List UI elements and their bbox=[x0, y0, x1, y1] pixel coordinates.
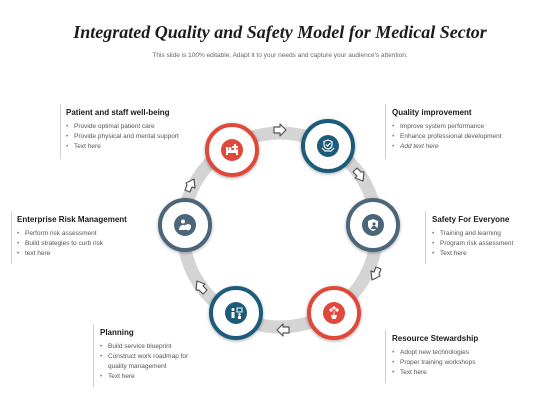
block-heading: Quality improvement bbox=[392, 108, 472, 117]
cycle-arrow-icon bbox=[276, 323, 290, 337]
bullet-item: Provide physical and mental support bbox=[66, 132, 179, 142]
node-planning bbox=[209, 286, 263, 340]
bullet-item: Adopt new technologies bbox=[392, 348, 478, 358]
person-shield-icon bbox=[174, 214, 196, 236]
node-safety-everyone bbox=[346, 198, 400, 252]
block-resource-stewardship: Resource Stewardship Adopt new technolog… bbox=[392, 334, 478, 378]
bullet-item: Enhance professional development bbox=[392, 132, 502, 142]
people-chart-icon bbox=[225, 302, 247, 324]
cycle-arrow-icon bbox=[195, 280, 208, 295]
bullet-item: Text here bbox=[100, 372, 188, 382]
block-heading: Enterprise Risk Management bbox=[17, 215, 127, 224]
bullet-item: Perform risk assessment bbox=[17, 229, 127, 239]
bullet-item: Build strategies to curb risk bbox=[17, 239, 127, 249]
shield-person-icon bbox=[362, 214, 384, 236]
bullet-item: Construct work roadmap for bbox=[100, 352, 188, 362]
node-resource-stewardship bbox=[307, 286, 361, 340]
bullet-item: Add text here bbox=[392, 142, 502, 152]
bullet-item: Text here bbox=[66, 142, 179, 152]
block-quality-improvement: Quality improvement Improve system perfo… bbox=[392, 108, 502, 152]
bullet-item: Proper training workshops bbox=[392, 358, 478, 368]
bullet-item: text here bbox=[17, 249, 127, 259]
bullet-item: Build service blueprint bbox=[100, 342, 188, 352]
block-heading: Patient and staff well-being bbox=[66, 108, 170, 117]
bullet-item: Improve system performance bbox=[392, 122, 502, 132]
cycle-arrow-icon bbox=[370, 266, 382, 281]
block-heading: Planning bbox=[100, 328, 134, 337]
bullet-item: Text here bbox=[432, 249, 513, 259]
block-heading: Safety For Everyone bbox=[432, 215, 510, 224]
block-patient-wellbeing: Patient and staff well-being Provide opt… bbox=[66, 108, 179, 152]
bullet-continuation: quality management bbox=[100, 362, 188, 372]
cycle-arrow-icon bbox=[273, 123, 287, 137]
block-heading: Resource Stewardship bbox=[392, 334, 479, 343]
block-enterprise-risk: Enterprise Risk Management Perform risk … bbox=[17, 215, 127, 259]
hands-check-shield-icon bbox=[317, 135, 339, 157]
bullet-continuation-text: quality management bbox=[108, 363, 167, 370]
bullet-item: Program risk assessment bbox=[432, 239, 513, 249]
block-planning: Planning Build service blueprint Constru… bbox=[100, 328, 188, 382]
cycle-arrow-icon bbox=[352, 167, 365, 182]
plant-money-icon bbox=[323, 302, 345, 324]
patient-bed-icon bbox=[221, 139, 243, 161]
cycle-arrow-icon bbox=[184, 178, 196, 193]
page-subtitle: This slide is 100% editable. Adapt it to… bbox=[152, 52, 408, 59]
node-quality-improvement bbox=[301, 119, 355, 173]
bullet-item: Text here bbox=[392, 368, 478, 378]
node-patient-wellbeing bbox=[205, 123, 259, 177]
bullet-item: Training and learning bbox=[432, 229, 513, 239]
node-enterprise-risk bbox=[158, 198, 212, 252]
page-title: Integrated Quality and Safety Model for … bbox=[73, 22, 487, 42]
block-safety-everyone: Safety For Everyone Training and learnin… bbox=[432, 215, 513, 259]
bullet-item: Provide optimal patient care bbox=[66, 122, 179, 132]
